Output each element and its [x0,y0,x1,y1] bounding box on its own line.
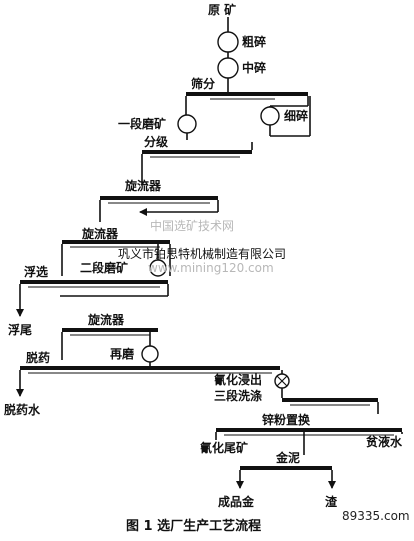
watermark-cn: 中国选矿技术网 [150,218,234,233]
dewater-label: 脱药 [26,350,50,365]
cyclone3-label: 旋流器 [87,312,125,327]
cyclone1-deck [100,196,218,200]
coarse-crush-label: 粗碎 [242,34,266,49]
cyclone1-label: 旋流器 [124,178,162,193]
dewater-water-label: 脱药水 [4,402,41,417]
regrind-mill-unit [141,345,159,363]
medium-crush-label: 中碎 [242,60,266,75]
medium-crusher-unit [217,57,239,79]
cyclone2-deck [62,240,170,244]
grind1-label: 一段磨矿 [118,116,166,131]
cyclone3-deck [62,328,158,332]
wash-label: 三段洗涤 [214,388,262,403]
wash-deck [282,398,378,402]
dewater-deck [20,366,280,370]
classifier-deck [142,150,252,154]
grind2-label: 二段磨矿 [80,260,128,275]
cyanide-leach-label: 氰化浸出 [214,372,262,387]
leach-x2 [276,375,288,387]
fine-crush-label: 细碎 [284,108,308,123]
classify-label: 分级 [144,134,168,149]
zinc-replace-label: 锌粉置换 [262,412,311,427]
gold-deck [240,466,332,470]
watermark-en: www.mining120.com [148,261,274,275]
grind2-mill-unit [149,259,167,277]
slag-label: 渣 [325,494,338,509]
screen-deck [186,92,308,96]
ore-label: 原 矿 [208,2,236,17]
regrind-label: 再磨 [110,346,134,361]
barren-label: 贫液水 [366,434,403,449]
coarse-crusher-unit [217,31,239,53]
flot-tail-label: 浮尾 [8,322,32,337]
figure-caption: 图 1 选厂生产工艺流程 [126,518,261,534]
grind1-mill-unit [177,114,197,134]
zinc-deck [216,428,402,432]
cyanide-tail-label: 氰化尾矿 [200,440,248,455]
cyclone2-label: 旋流器 [81,226,119,241]
fine-crusher-unit [260,106,280,126]
product-gold-label: 成品金 [218,494,255,509]
site-overlay: 89335.com [342,509,410,523]
gold-mud-label: 金泥 [275,450,300,465]
flotation-label: 浮选 [24,264,48,279]
flotation-deck [20,280,168,284]
screen-label: 筛分 [191,76,215,91]
company-overlay: 巩义市铂思特机械制造有限公司 [118,246,286,261]
